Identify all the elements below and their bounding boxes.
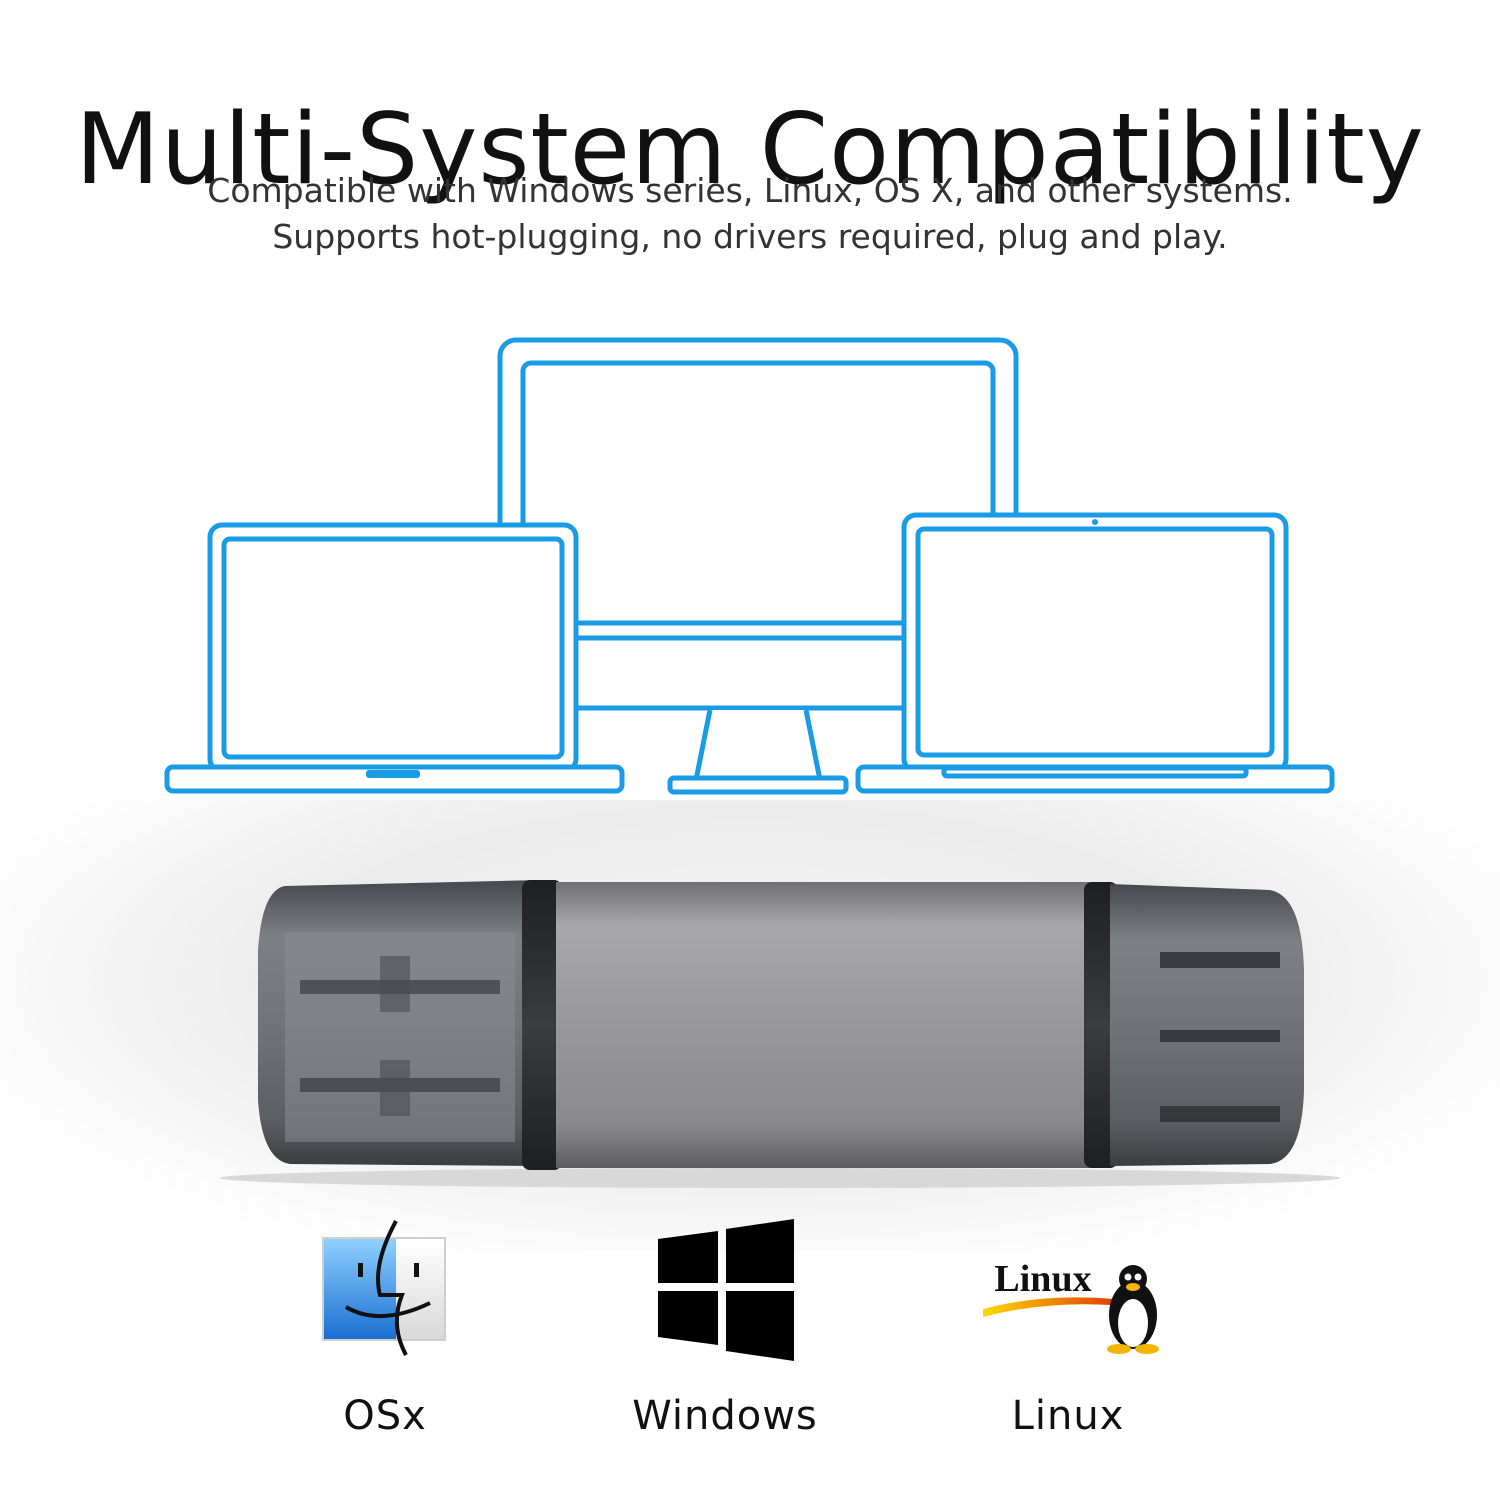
os-logos-row: OSx Windows Linux bbox=[0, 1215, 1500, 1475]
metal-body bbox=[556, 882, 1096, 1168]
laptop-left-icon bbox=[164, 522, 625, 794]
os-label-osx: OSx bbox=[343, 1393, 427, 1439]
os-label-linux: Linux bbox=[1011, 1393, 1125, 1439]
os-item-linux: Linux Linux bbox=[918, 1215, 1218, 1439]
left-band bbox=[522, 880, 562, 1170]
subtitle-line-2: Supports hot-plugging, no drivers requir… bbox=[272, 217, 1228, 256]
usb-a-cap bbox=[258, 880, 540, 1166]
linux-tux-icon: Linux bbox=[983, 1258, 1159, 1354]
page-subtitle: Compatible with Windows series, Linux, O… bbox=[0, 168, 1500, 260]
finder-icon bbox=[322, 1220, 446, 1356]
os-label-windows: Windows bbox=[632, 1393, 818, 1439]
devices-illustration bbox=[164, 337, 1335, 795]
os-item-windows: Windows bbox=[575, 1215, 875, 1439]
desktop-monitor-icon bbox=[497, 337, 1019, 795]
windows-icon bbox=[658, 1219, 794, 1361]
linux-logo-text: Linux bbox=[994, 1258, 1091, 1300]
page-title: Multi-System Compatibility bbox=[75, 92, 1425, 207]
os-item-osx: OSx bbox=[235, 1215, 535, 1439]
laptop-right-icon bbox=[855, 512, 1335, 794]
subtitle-line-1: Compatible with Windows series, Linux, O… bbox=[207, 171, 1293, 210]
usb-c-cap bbox=[1110, 884, 1304, 1166]
right-band bbox=[1084, 882, 1118, 1168]
usb-card-reader-image bbox=[220, 880, 1340, 1188]
